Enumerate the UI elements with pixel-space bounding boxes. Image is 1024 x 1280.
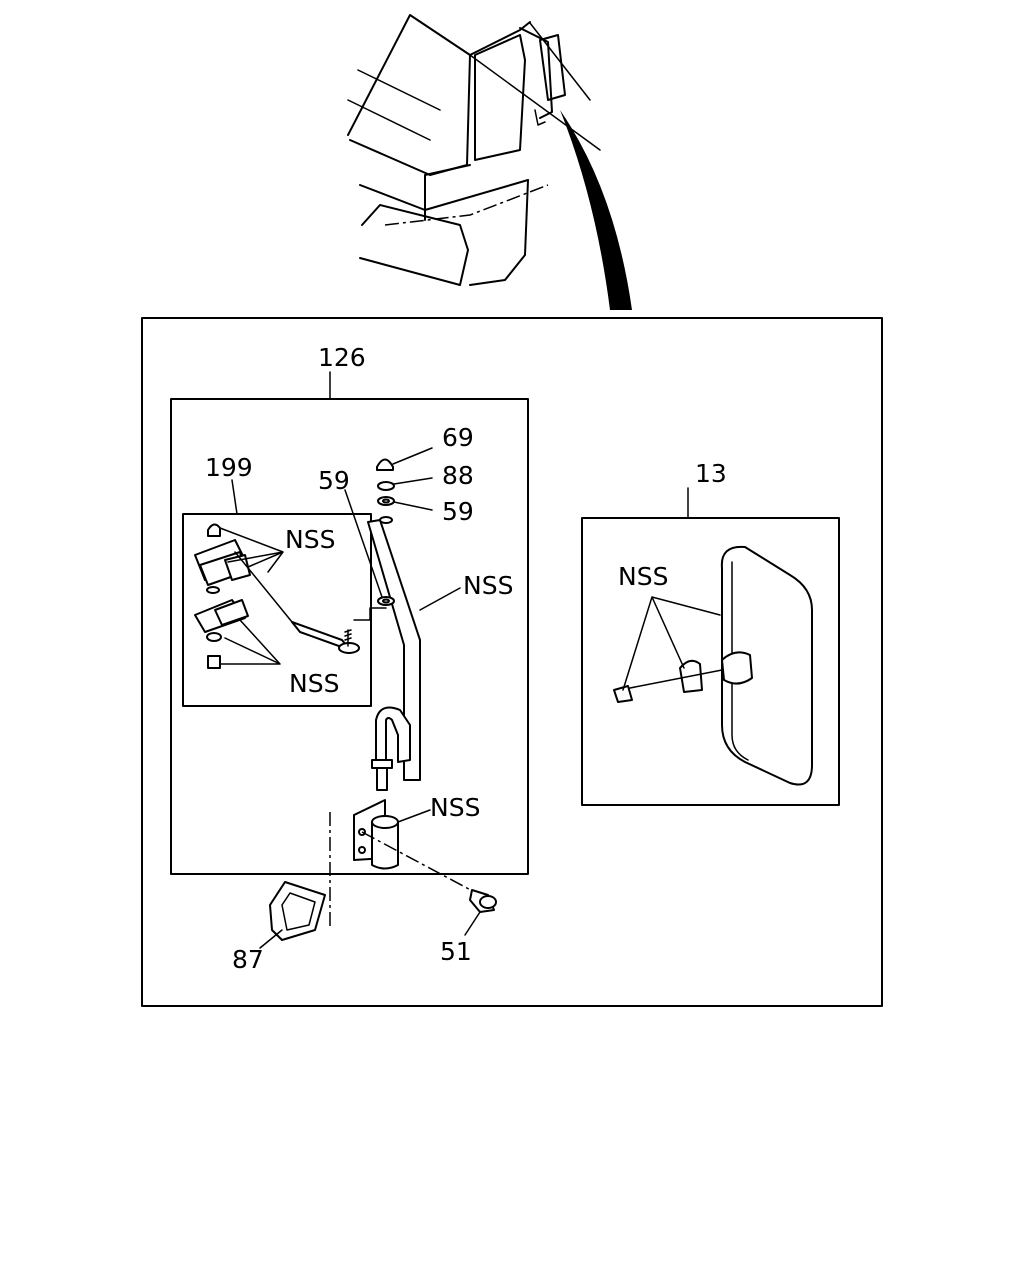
leader-69 bbox=[392, 447, 433, 465]
label-88: 88 bbox=[442, 461, 474, 490]
hinge-bracket bbox=[353, 799, 399, 870]
connector-line bbox=[353, 607, 387, 621]
leader-51 bbox=[464, 911, 481, 936]
label-13: 13 bbox=[695, 459, 727, 488]
label-126: 126 bbox=[318, 343, 366, 372]
label-59-right: 59 bbox=[442, 497, 474, 526]
label-nss-199-top: NSS bbox=[285, 525, 335, 554]
leader-nss-mirror bbox=[622, 596, 721, 691]
mirror-stay-rod bbox=[367, 516, 421, 791]
assembly-126-box bbox=[170, 398, 529, 875]
label-nss-rod: NSS bbox=[463, 571, 513, 600]
mirror-clamp bbox=[613, 659, 723, 703]
label-51: 51 bbox=[440, 937, 472, 966]
label-87: 87 bbox=[232, 945, 264, 974]
vehicle-cab-illustration bbox=[347, 14, 632, 310]
centerline-hinge-bolt bbox=[361, 831, 481, 896]
leader-59-right bbox=[393, 501, 433, 511]
label-nss-hinge: NSS bbox=[430, 793, 480, 822]
leader-nss-hinge bbox=[397, 809, 431, 823]
leader-87 bbox=[259, 929, 283, 949]
bolt-51 bbox=[469, 889, 497, 913]
leader-nss-rod bbox=[419, 587, 461, 611]
leader-59-left bbox=[344, 489, 383, 598]
label-59-left: 59 bbox=[318, 466, 350, 495]
fastener-stack bbox=[376, 458, 395, 606]
label-nss-mirror: NSS bbox=[618, 562, 668, 591]
label-nss-199-bottom: NSS bbox=[289, 669, 339, 698]
outer-frame bbox=[141, 317, 883, 1007]
leader-199 bbox=[231, 479, 238, 515]
assembly-199-box bbox=[182, 513, 372, 707]
leader-88 bbox=[393, 477, 433, 485]
label-199: 199 bbox=[205, 453, 253, 482]
mirror-head bbox=[720, 545, 813, 786]
assembly-13-box bbox=[581, 517, 840, 806]
gasket-87 bbox=[269, 881, 326, 941]
label-69: 69 bbox=[442, 423, 474, 452]
nss-leaders-199 bbox=[219, 527, 293, 665]
pointer-arrow bbox=[560, 110, 632, 310]
